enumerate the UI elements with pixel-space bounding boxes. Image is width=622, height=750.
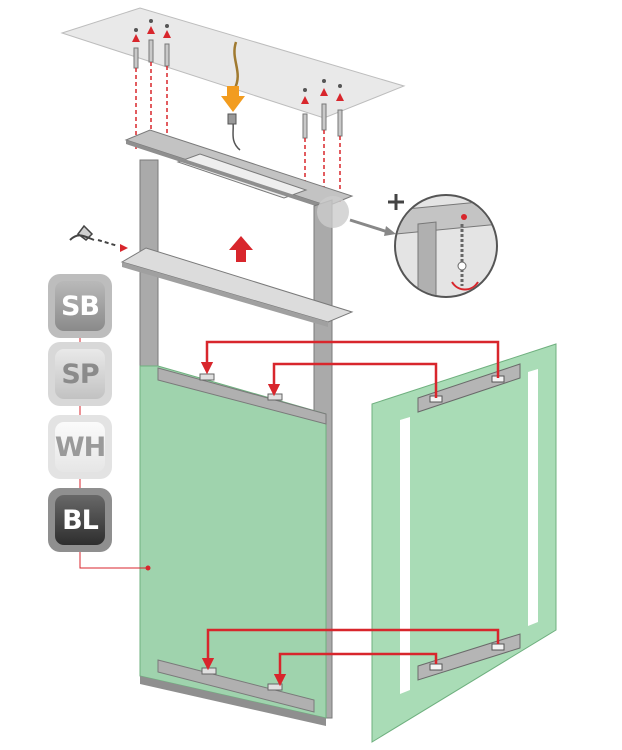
badge-label: WH <box>55 422 106 472</box>
badge-leaders <box>79 338 148 569</box>
finish-badge-wh: WH <box>48 415 112 479</box>
mid-crossbar <box>120 247 354 323</box>
up-arrow-icon <box>229 236 253 262</box>
zoom-detail <box>394 194 498 298</box>
finish-badge-sb: SB <box>48 274 112 338</box>
led-strip-right <box>528 369 538 626</box>
plus-icon <box>388 194 404 210</box>
badge-label: BL <box>55 495 105 545</box>
badge-label: SB <box>55 281 105 331</box>
frame-rail-lower <box>157 659 315 713</box>
down-arrow-icon <box>221 86 245 112</box>
badge-label: SP <box>55 349 105 399</box>
up-arrow-icon <box>132 26 344 104</box>
led-strip-left <box>400 417 410 694</box>
finish-badge-sp: SP <box>48 342 112 406</box>
connector-lines <box>200 340 500 687</box>
finish-badge-bl: BL <box>48 488 112 552</box>
screw-icon <box>134 19 342 92</box>
wrench-icon <box>69 224 128 252</box>
screw-icon <box>461 214 467 220</box>
cable-icon <box>232 41 239 91</box>
zoom-source-highlight <box>317 196 349 228</box>
